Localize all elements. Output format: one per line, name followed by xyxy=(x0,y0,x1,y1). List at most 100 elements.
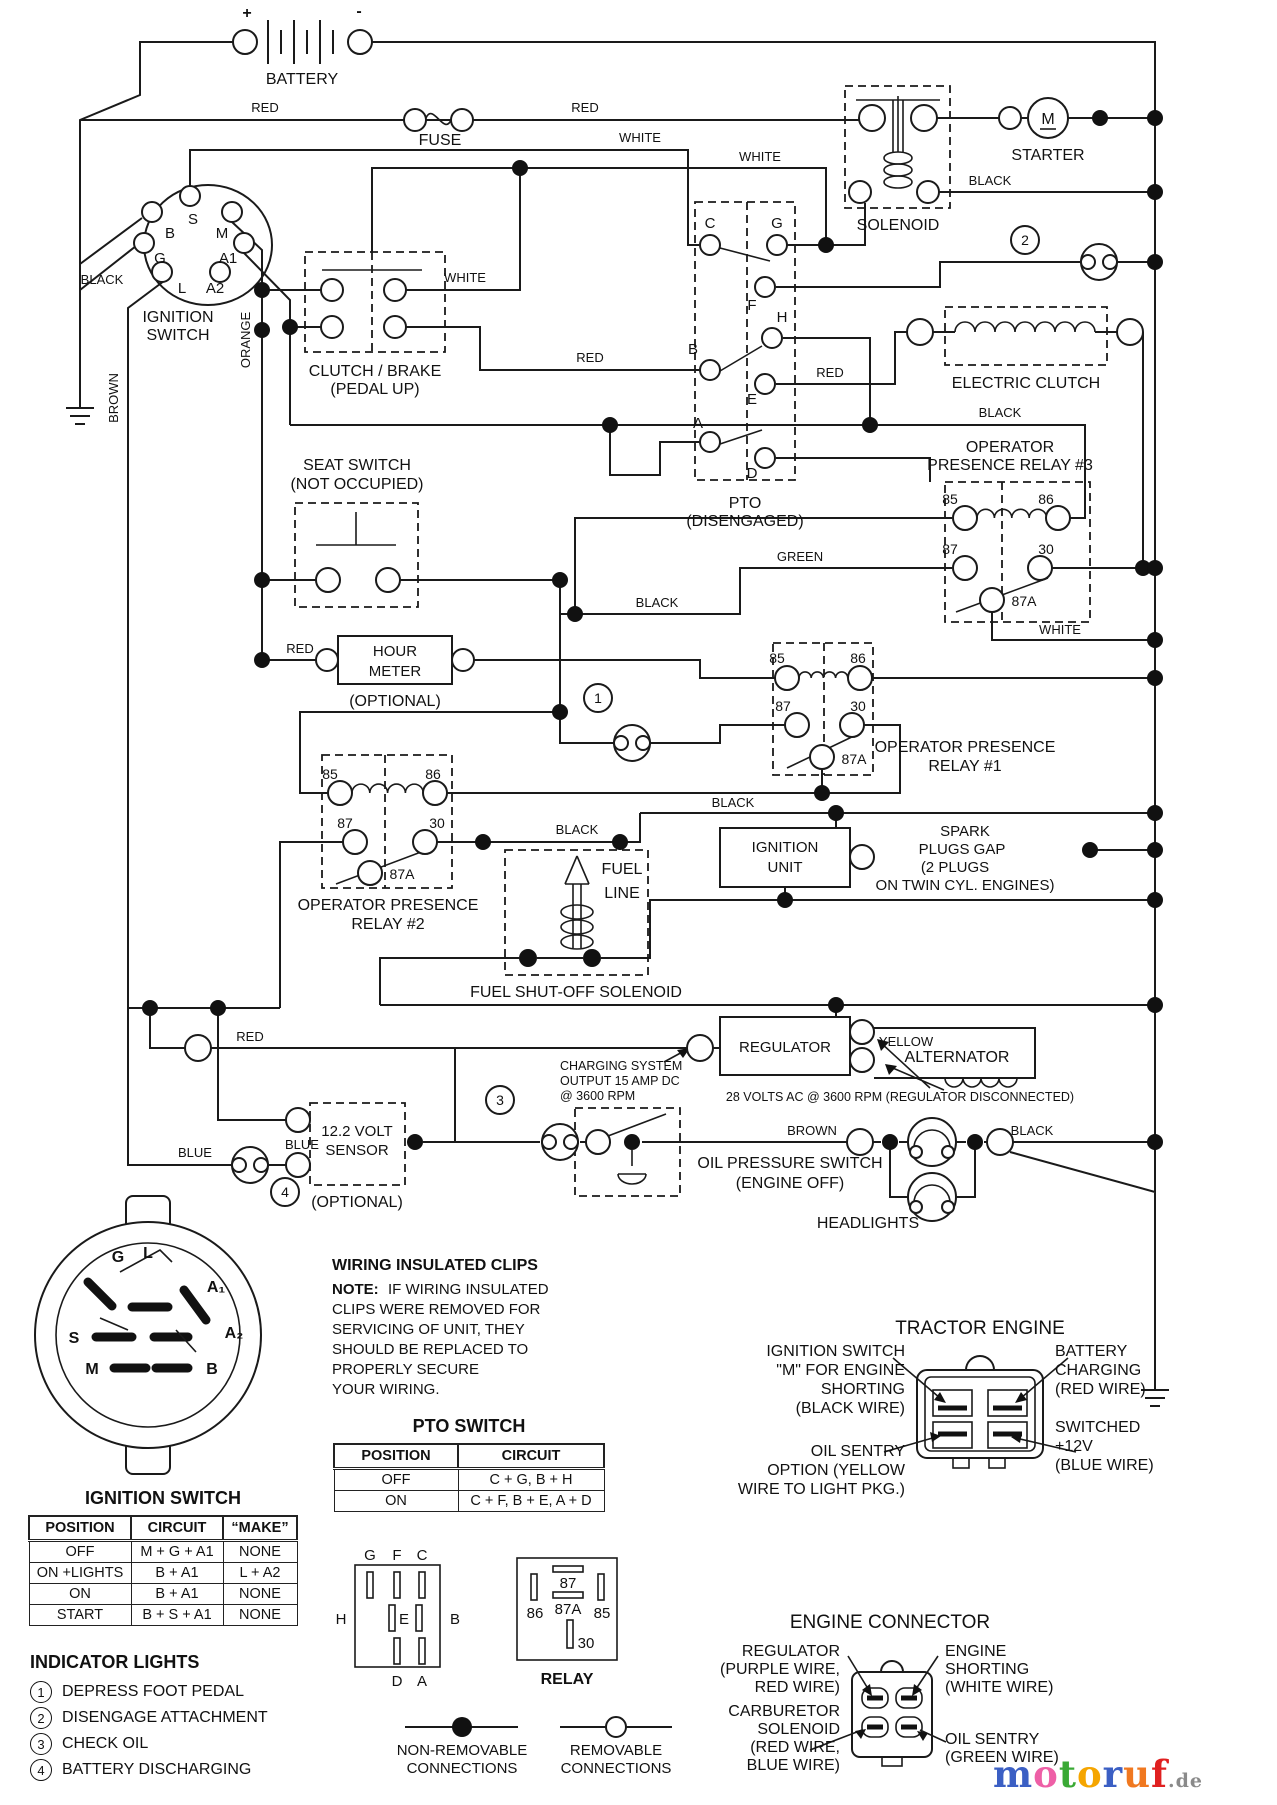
relay-pinout-label: RELAY xyxy=(541,1671,594,1688)
wire-label-orange: ORANGE xyxy=(238,312,253,369)
operator-presence-relay-1: 85 86 87 30 87A OPERATOR PRESENCE RELAY … xyxy=(769,642,1055,776)
relay1-87a: 87A xyxy=(842,751,868,767)
wire-label-red: RED xyxy=(251,100,278,115)
sensor-label1: 12.2 VOLT xyxy=(321,1123,392,1140)
battery: + - BATTERY xyxy=(232,3,373,88)
headlights: BROWN BLACK HEADLIGHTS xyxy=(787,1117,1054,1232)
engine-connector: ENGINE CONNECTOR REGULATOR (PURPLE WIRE,… xyxy=(720,1612,1059,1774)
table-cell: NONE xyxy=(222,1540,298,1563)
relay2-86: 86 xyxy=(425,766,441,782)
te-right-label: BATTERY xyxy=(1055,1343,1128,1360)
wire-label-black: BLACK xyxy=(1011,1123,1054,1138)
pto-pin-f: F xyxy=(747,297,756,314)
list-item: 2 DISENGAGE ATTACHMENT xyxy=(30,1707,268,1729)
spark-label2: PLUGS GAP xyxy=(919,841,1006,858)
pin-b: B xyxy=(165,225,175,242)
wire-label-white: WHITE xyxy=(739,149,781,164)
starter-label: STARTER xyxy=(1011,147,1084,164)
wire-label-black: BLACK xyxy=(636,595,679,610)
te-bottom-label: OPTION (YELLOW xyxy=(767,1462,906,1479)
wire-label-black: BLACK xyxy=(969,173,1012,188)
list-item: 1 DEPRESS FOOT PEDAL xyxy=(30,1681,268,1703)
ec-right-label: ENGINE xyxy=(945,1643,1006,1660)
ptoc-c: C xyxy=(417,1547,428,1564)
te-right-label: +12V xyxy=(1055,1438,1093,1455)
ptoc-f: F xyxy=(392,1547,401,1564)
wic-title: WIRING INSULATED CLIPS xyxy=(332,1257,538,1274)
logo-letter: o xyxy=(1033,1752,1059,1796)
relay3-label1: OPERATOR xyxy=(966,439,1054,456)
legend-nonremovable1: NON-REMOVABLE xyxy=(397,1742,528,1759)
te-bottom-label: WIRE TO LIGHT PKG.) xyxy=(738,1481,905,1498)
te-right-label: (RED WIRE) xyxy=(1055,1381,1146,1398)
te-left-label: (BLACK WIRE) xyxy=(796,1400,905,1417)
seat-switch-label2: (NOT OCCUPIED) xyxy=(290,476,423,493)
wire-label-red: RED xyxy=(571,100,598,115)
pto-table-title: PTO SWITCH xyxy=(412,1416,526,1436)
fuel-label2: LINE xyxy=(604,885,640,902)
ignition-table-title: IGNITION SWITCH xyxy=(85,1488,241,1508)
rc-pin-s: S xyxy=(69,1330,80,1347)
wire-label-white: WHITE xyxy=(444,270,486,285)
wire-label-white: WHITE xyxy=(1039,622,1081,637)
sensor-optional: (OPTIONAL) xyxy=(311,1194,403,1211)
alternator-label: ALTERNATOR xyxy=(905,1049,1010,1066)
ptoc-g: G xyxy=(364,1547,376,1564)
pin-a2: A2 xyxy=(206,280,224,297)
indicator-lights-title: INDICATOR LIGHTS xyxy=(30,1652,200,1672)
wic-note-line: YOUR WIRING. xyxy=(332,1381,440,1398)
pto-pin-e: E xyxy=(747,391,757,408)
starter: M STARTER xyxy=(998,97,1085,164)
relay2-label2: RELAY #2 xyxy=(351,916,424,933)
relay3-label2: PRESENCE RELAY #3 xyxy=(927,457,1093,474)
fuse: RED RED FUSE xyxy=(251,100,598,149)
indicator-num: 3 xyxy=(30,1733,52,1755)
hour-meter-label2: METER xyxy=(369,663,422,680)
indicator-num: 1 xyxy=(30,1681,52,1703)
electric-clutch-label: ELECTRIC CLUTCH xyxy=(952,375,1100,392)
logo-letter: f xyxy=(1151,1752,1168,1796)
hour-meter: RED HOUR METER (OPTIONAL) xyxy=(286,635,475,710)
table-cell: B + S + A1 xyxy=(130,1604,224,1626)
logo-de: .de xyxy=(1167,1770,1203,1792)
rc-pin-m: M xyxy=(85,1361,98,1378)
ec-left-label: REGULATOR xyxy=(742,1643,840,1660)
pin-a1: A1 xyxy=(219,250,237,267)
logo-letter: t xyxy=(1058,1752,1077,1796)
table-cell: NONE xyxy=(222,1583,298,1605)
ptoc-d: D xyxy=(392,1673,403,1690)
relay2-30: 30 xyxy=(429,815,445,831)
logo-letter: m xyxy=(993,1752,1034,1796)
relaypin-87: 87 xyxy=(560,1575,577,1592)
hour-meter-optional: (OPTIONAL) xyxy=(349,693,441,710)
bubble-1: 1 xyxy=(594,690,602,706)
charging-label3: @ 3600 RPM xyxy=(560,1089,635,1103)
legend-nonremovable2: CONNECTIONS xyxy=(407,1760,518,1777)
fuel-label1: FUEL xyxy=(602,861,643,878)
table-cell: START xyxy=(28,1604,132,1626)
wire-label-brown: BROWN xyxy=(106,373,121,423)
wiring-insulated-clips-note: WIRING INSULATED CLIPS NOTE: IF WIRING I… xyxy=(332,1257,549,1398)
relay2-87a: 87A xyxy=(390,866,416,882)
wic-note-line: PROPERLY SECURE xyxy=(332,1361,479,1378)
seat-switch: SEAT SWITCH (NOT OCCUPIED) xyxy=(290,457,424,608)
battery-minus: - xyxy=(356,3,361,20)
ec-left-label: SOLENOID xyxy=(757,1721,840,1738)
table-cell: B + A1 xyxy=(130,1562,224,1584)
te-left-label: IGNITION SWITCH xyxy=(766,1343,905,1360)
relaypin-87a: 87A xyxy=(555,1601,582,1618)
ignition-switch-label2: SWITCH xyxy=(146,327,209,344)
ec-left-label: (PURPLE WIRE, xyxy=(720,1661,840,1678)
relay1-label2: RELAY #1 xyxy=(928,758,1001,775)
wire-label-red: RED xyxy=(236,1029,263,1044)
battery-label: BATTERY xyxy=(266,71,339,88)
pto-pin-d: D xyxy=(747,465,758,482)
pto-switch-table: PTO SWITCH POSITION CIRCUIT OFF C + G, B… xyxy=(333,1416,605,1512)
te-right-label: (BLUE WIRE) xyxy=(1055,1457,1154,1474)
list-item: 4 BATTERY DISCHARGING xyxy=(30,1759,268,1781)
operator-presence-relay-2: 85 86 87 30 87A OPERATOR PRESENCE RELAY … xyxy=(298,754,599,933)
ignition-switch-label1: IGNITION xyxy=(142,309,213,326)
removable-connectors xyxy=(541,243,1118,1161)
rc-pin-l: L xyxy=(143,1245,153,1262)
